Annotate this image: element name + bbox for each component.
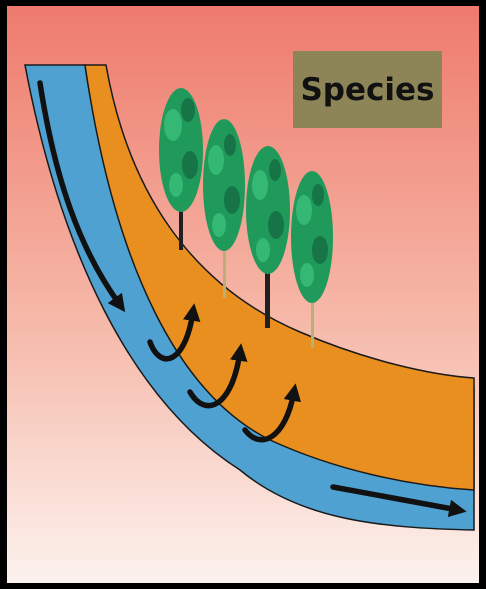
species-label: Species bbox=[300, 72, 434, 108]
species-label-box: Species bbox=[293, 51, 442, 128]
